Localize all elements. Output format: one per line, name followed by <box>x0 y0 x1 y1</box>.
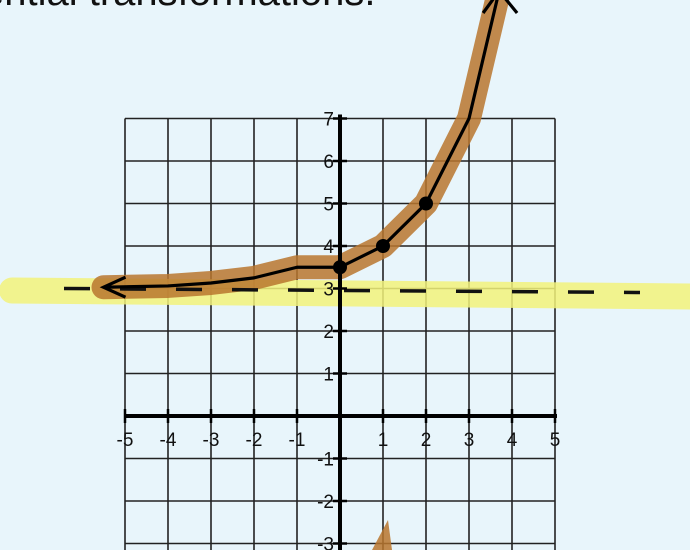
data-point <box>419 196 433 211</box>
x-tick-label: -2 <box>246 430 263 451</box>
y-tick-label: 4 <box>323 237 334 258</box>
y-tick-label: 5 <box>323 195 334 216</box>
x-tick-label: 2 <box>421 430 432 451</box>
curve-layer <box>99 0 519 299</box>
x-tick-label: -5 <box>117 430 134 451</box>
x-tick-label: 5 <box>550 430 561 451</box>
y-tick-label: 3 <box>323 280 334 301</box>
y-tick-label: -3 <box>317 535 334 550</box>
x-tick-label: -1 <box>289 430 306 451</box>
curve-line <box>103 0 499 289</box>
tick-labels: -5 -4 -3 -2 -1 1 2 3 4 5 -3 -2 -1 1 2 3 4 5 6 7 <box>117 110 561 550</box>
x-tick-label: 4 <box>507 430 518 451</box>
arrow-left <box>99 275 127 299</box>
y-tick-label: 7 <box>323 110 334 131</box>
y-tick-label: 2 <box>323 322 334 343</box>
x-tick-label: 1 <box>378 430 389 451</box>
y-tick-label: -1 <box>317 450 334 471</box>
highlight-mark-bottom <box>372 520 392 550</box>
y-tick-label: 6 <box>323 152 334 173</box>
x-tick-label: 3 <box>464 430 475 451</box>
arrow-right <box>481 0 519 15</box>
y-tick-label: -2 <box>317 492 334 513</box>
x-tick-label: -3 <box>203 430 220 451</box>
x-tick-label: -4 <box>160 430 177 451</box>
data-point <box>333 260 347 275</box>
y-tick-label: 1 <box>323 365 334 386</box>
data-point <box>376 239 390 253</box>
asymptote-line <box>63 286 641 295</box>
page-heading: ential transformations. <box>0 0 376 15</box>
